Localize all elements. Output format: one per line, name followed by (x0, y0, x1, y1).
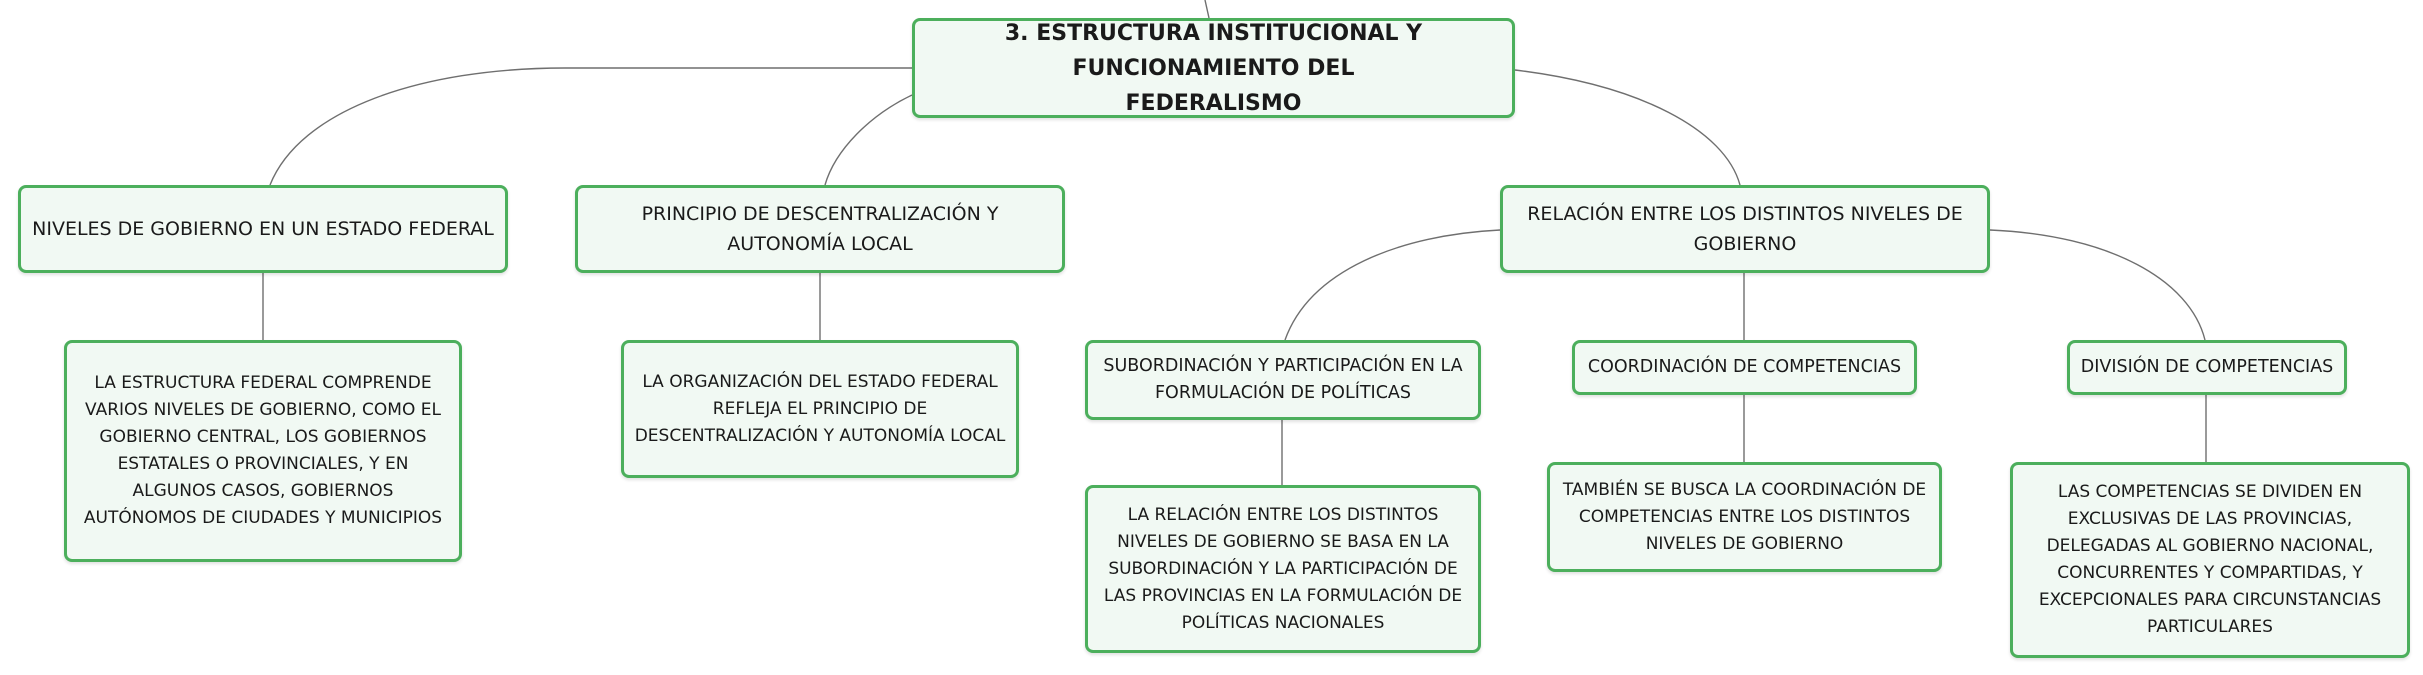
branch-label: RELACIÓN ENTRE LOS DISTINTOS NIVELES DE … (1527, 203, 1963, 255)
subtopic-label: COORDINACIÓN DE COMPETENCIAS (1587, 357, 1902, 377)
branch-node-niveles-de-gobierno[interactable]: NIVELES DE GOBIERNO EN UN ESTADO FEDERAL (18, 185, 508, 273)
detail-node-coordinacion[interactable]: TAMBIÉN SE BUSCA LA COORDINACIÓN DE COMP… (1547, 462, 1942, 572)
detail-text: LA ORGANIZACIÓN DEL ESTADO FEDERAL REFLE… (634, 371, 1006, 446)
connector-line (269, 67, 912, 186)
detail-text: LA RELACIÓN ENTRE LOS DISTINTOS NIVELES … (1103, 504, 1463, 633)
detail-text: TAMBIÉN SE BUSCA LA COORDINACIÓN DE COMP… (1562, 479, 1927, 554)
root-topic-label: 3. ESTRUCTURA INSTITUCIONAL Y FUNCIONAMI… (1004, 20, 1423, 116)
connector-line (1284, 229, 1501, 341)
connector-line (1514, 69, 1741, 186)
detail-node-niveles-de-gobierno[interactable]: LA ESTRUCTURA FEDERAL COMPRENDE VARIOS N… (64, 340, 462, 562)
connector-line (1989, 229, 2206, 341)
branch-node-descentralizacion[interactable]: PRINCIPIO DE DESCENTRALIZACIÓN Y AUTONOM… (575, 185, 1065, 273)
detail-node-subordinacion[interactable]: LA RELACIÓN ENTRE LOS DISTINTOS NIVELES … (1085, 485, 1481, 653)
connector-line (824, 94, 913, 186)
branch-node-relacion-niveles[interactable]: RELACIÓN ENTRE LOS DISTINTOS NIVELES DE … (1500, 185, 1990, 273)
connector-line (1204, 0, 1210, 19)
subtopic-node-division[interactable]: DIVISIÓN DE COMPETENCIAS (2067, 340, 2347, 395)
branch-label: NIVELES DE GOBIERNO EN UN ESTADO FEDERAL (32, 218, 494, 240)
branch-label: PRINCIPIO DE DESCENTRALIZACIÓN Y AUTONOM… (641, 203, 999, 255)
root-topic-node[interactable]: 3. ESTRUCTURA INSTITUCIONAL Y FUNCIONAMI… (912, 18, 1515, 118)
subtopic-node-subordinacion[interactable]: SUBORDINACIÓN Y PARTICIPACIÓN EN LA FORM… (1085, 340, 1481, 420)
subtopic-label: SUBORDINACIÓN Y PARTICIPACIÓN EN LA FORM… (1103, 356, 1463, 403)
detail-node-descentralizacion[interactable]: LA ORGANIZACIÓN DEL ESTADO FEDERAL REFLE… (621, 340, 1019, 478)
detail-node-division[interactable]: LAS COMPETENCIAS SE DIVIDEN EN EXCLUSIVA… (2010, 462, 2410, 658)
subtopic-label: DIVISIÓN DE COMPETENCIAS (2080, 357, 2334, 377)
detail-text: LAS COMPETENCIAS SE DIVIDEN EN EXCLUSIVA… (2038, 482, 2382, 637)
detail-text: LA ESTRUCTURA FEDERAL COMPRENDE VARIOS N… (83, 373, 443, 528)
subtopic-node-coordinacion[interactable]: COORDINACIÓN DE COMPETENCIAS (1572, 340, 1917, 395)
